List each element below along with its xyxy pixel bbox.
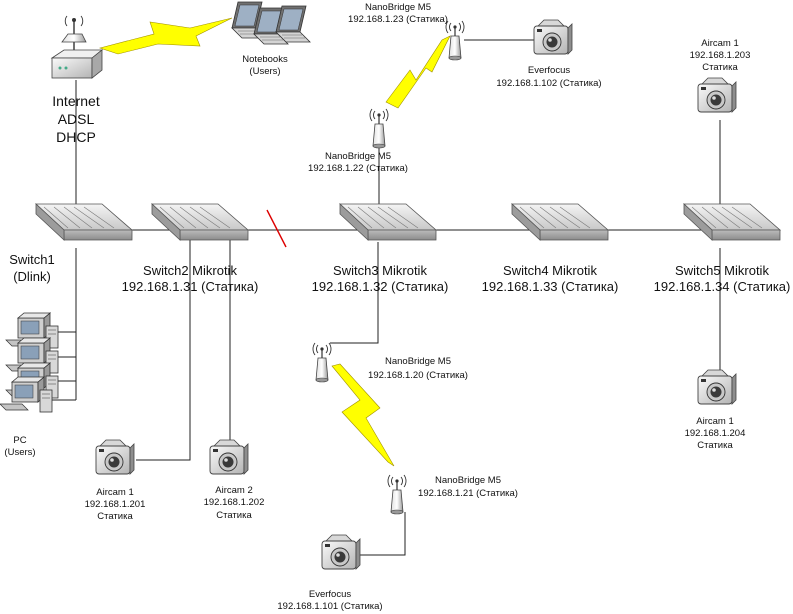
switch2-label-name: Switch2 Mikrotik — [143, 263, 237, 278]
everfocus-102-label-ip: 192.168.1.102 (Статика) — [496, 78, 601, 89]
aircam-203-label-ip: 192.168.1.203 — [690, 50, 751, 61]
wireless-link-nb20-nb21 — [331, 363, 395, 467]
switch5-label-ip: 192.168.1.34 (Статика) — [654, 279, 791, 294]
aircam-204-label-mode: Статика — [697, 440, 733, 451]
aircam-201-label-mode: Статика — [97, 511, 133, 522]
nanobridge-22-label-ip: 192.168.1.22 (Статика) — [308, 163, 408, 174]
switch2-icon — [151, 203, 249, 241]
nanobridge-21-label-ip: 192.168.1.21 (Статика) — [418, 488, 518, 499]
switch5-label-name: Switch5 Mikrotik — [675, 263, 769, 278]
internet-label-line1: Internet — [52, 93, 100, 109]
nanobridge-23-label-name: NanoBridge M5 — [365, 2, 431, 13]
internet-label-line2: ADSL — [58, 111, 95, 127]
aircam-204-label-ip: 192.168.1.204 — [685, 428, 746, 439]
notebooks-label-line1: Notebooks — [242, 54, 288, 65]
aircam-201-label-name: Aircam 1 — [96, 487, 133, 498]
aircam-203-label-name: Aircam 1 — [701, 38, 738, 49]
aircam-204-label-name: Aircam 1 — [696, 416, 733, 427]
internet-label-line3: DHCP — [56, 129, 96, 145]
aircam-202-label-name: Aircam 2 — [215, 485, 252, 496]
everfocus-102-camera-icon — [533, 19, 573, 55]
pc-label-line2: (Users) — [4, 447, 35, 458]
nanobridge-21-icon — [387, 474, 407, 515]
nanobridge-20-label-name: NanoBridge M5 — [385, 356, 451, 367]
wires — [48, 39, 740, 556]
switch1-label-line2: (Dlink) — [13, 269, 51, 284]
aircam-203-camera-icon — [697, 77, 737, 113]
link-break-mark — [266, 209, 287, 248]
aircam-204-camera-icon — [697, 369, 737, 405]
nanobridge-23-icon — [445, 20, 465, 61]
nanobridge-23-label-ip: 192.168.1.23 (Статика) — [348, 14, 448, 25]
aircam-202-label-ip: 192.168.1.202 — [204, 497, 265, 508]
switch4-icon — [511, 203, 609, 241]
pc-users-icon — [0, 312, 59, 413]
switch5-icon — [683, 203, 781, 241]
aircam-202-label-mode: Статика — [216, 510, 252, 521]
adsl-modem-icon — [50, 15, 104, 79]
everfocus-101-label-ip: 192.168.1.101 (Статика) — [277, 601, 382, 612]
wireless-link-modem-notebooks — [98, 17, 233, 55]
everfocus-101-label-name: Everfocus — [309, 589, 351, 600]
switch3-label-ip: 192.168.1.32 (Статика) — [312, 279, 449, 294]
notebooks-label-line2: (Users) — [249, 66, 280, 77]
nanobridge-22-label-name: NanoBridge M5 — [325, 151, 391, 162]
switch4-label-name: Switch4 Mikrotik — [503, 263, 597, 278]
wireless-link-nb22-nb23 — [385, 35, 451, 109]
switch4-label-ip: 192.168.1.33 (Статика) — [482, 279, 619, 294]
pc-label-line1: PC — [13, 435, 26, 446]
everfocus-102-label-name: Everfocus — [528, 65, 570, 76]
notebooks-icon — [231, 1, 311, 45]
switch1-label-line1: Switch1 — [9, 252, 55, 267]
aircam-201-camera-icon — [95, 439, 135, 475]
aircam-201-label-ip: 192.168.1.201 — [85, 499, 146, 510]
switch3-icon — [339, 203, 437, 241]
aircam-202-camera-icon — [209, 439, 249, 475]
switch3-label-name: Switch3 Mikrotik — [333, 263, 427, 278]
switch2-label-ip: 192.168.1.31 (Статика) — [122, 279, 259, 294]
wire-switch2-aircam201 — [136, 236, 191, 461]
switch1-icon — [35, 203, 133, 241]
nanobridge-20-icon — [312, 342, 332, 383]
internet-label: Internet ADSL DHCP — [52, 93, 100, 145]
wire-switch3-nb20 — [330, 242, 379, 344]
nanobridge-22-icon — [369, 108, 389, 149]
nanobridge-21-label-name: NanoBridge M5 — [435, 475, 501, 486]
nanobridge-20-label-ip: 192.168.1.20 (Статика) — [368, 370, 468, 381]
wire-nb21-everfocus101 — [357, 512, 406, 556]
aircam-203-label-mode: Статика — [702, 62, 738, 73]
everfocus-101-camera-icon — [321, 534, 361, 570]
